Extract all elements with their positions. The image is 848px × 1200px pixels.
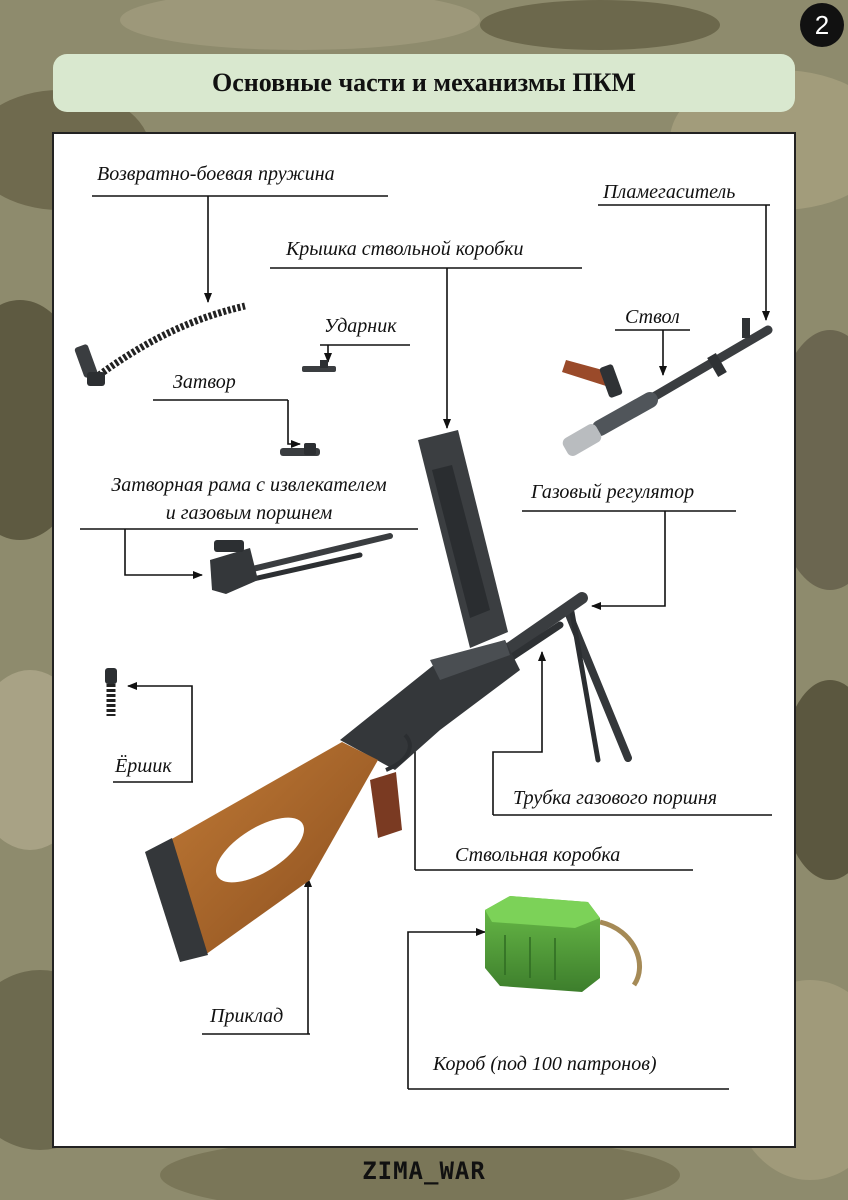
ammo-box-part xyxy=(485,896,642,992)
barrel-part xyxy=(562,318,773,456)
page-title: Основные части и механизмы ПКМ xyxy=(212,68,636,97)
return-spring-part xyxy=(74,302,246,386)
label-firing-pin: Ударник xyxy=(324,315,397,337)
label-barrel: Ствол xyxy=(625,306,680,328)
label-cleaning-brush: Ёршик xyxy=(115,755,172,777)
page-number-badge: 2 xyxy=(800,3,844,47)
diagram-panel xyxy=(52,132,796,1148)
label-receiver: Ствольная коробка xyxy=(455,844,621,866)
label-bolt-carrier-line2: и газовым поршнем xyxy=(165,502,333,524)
firing-pin-part xyxy=(302,360,336,372)
label-gas-regulator: Газовый регулятор xyxy=(531,481,695,503)
pkm-machine-gun xyxy=(145,430,632,962)
label-bolt: Затвор xyxy=(173,371,236,393)
bolt-carrier-part xyxy=(210,533,393,594)
label-ammo-box: Короб (под 100 патронов) xyxy=(433,1053,657,1075)
title-bar: Основные части и механизмы ПКМ xyxy=(53,54,795,112)
label-gas-tube: Трубка газового поршня xyxy=(513,787,718,809)
footer-brand: ZIMA_WAR xyxy=(362,1157,486,1185)
label-bolt-carrier-line1: Затворная рама с извлекателем xyxy=(111,474,387,496)
label-stock: Приклад xyxy=(210,1005,284,1027)
label-return-spring: Возвратно-боевая пружина xyxy=(97,163,335,185)
label-receiver-cover: Крышка ствольной коробки xyxy=(286,238,524,260)
bolt-part xyxy=(280,443,320,456)
cleaning-brush-part xyxy=(105,668,117,716)
label-flash-hider: Пламегаситель xyxy=(603,181,736,203)
